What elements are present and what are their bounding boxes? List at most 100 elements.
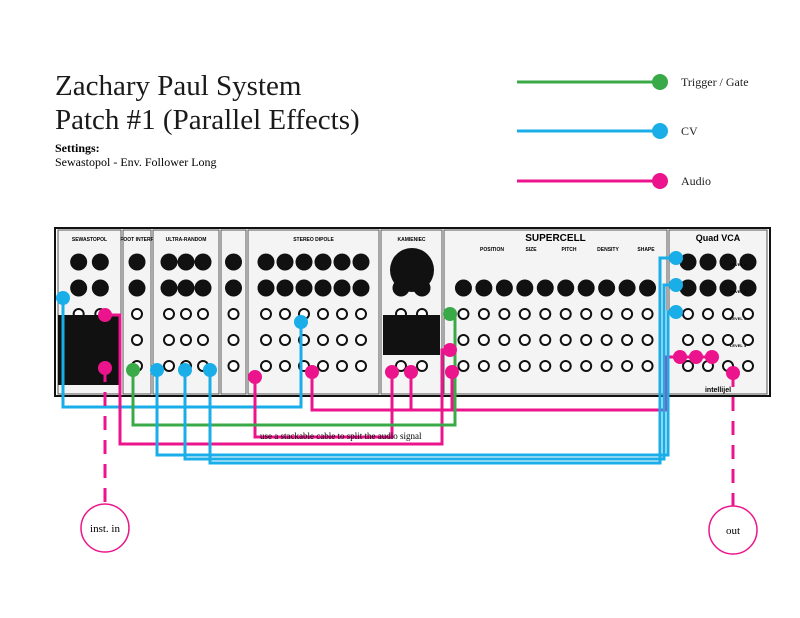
jack[interactable]: [163, 360, 175, 372]
jack[interactable]: [682, 308, 694, 320]
jack[interactable]: [227, 334, 240, 346]
patch-point[interactable]: [404, 365, 418, 379]
jack[interactable]: [559, 308, 572, 320]
knob[interactable]: [70, 279, 88, 297]
knob[interactable]: [314, 253, 332, 271]
jack[interactable]: [722, 308, 734, 320]
jack[interactable]: [621, 308, 634, 320]
jack[interactable]: [518, 308, 531, 320]
jack[interactable]: [131, 308, 143, 320]
cv-cable[interactable]: [61, 298, 303, 409]
patch-point[interactable]: [673, 350, 687, 364]
knob[interactable]: [257, 253, 275, 271]
jack[interactable]: [457, 308, 470, 320]
jack[interactable]: [355, 334, 367, 346]
knob[interactable]: [719, 253, 737, 271]
jack[interactable]: [559, 334, 572, 346]
knob[interactable]: [177, 279, 195, 297]
knob[interactable]: [295, 253, 313, 271]
jack[interactable]: [518, 360, 531, 372]
jack[interactable]: [600, 334, 613, 346]
knob[interactable]: [516, 279, 534, 297]
jack[interactable]: [227, 360, 240, 372]
jack[interactable]: [477, 308, 490, 320]
knob[interactable]: [160, 253, 178, 271]
knob[interactable]: [557, 279, 575, 297]
knob[interactable]: [333, 279, 351, 297]
jack[interactable]: [580, 334, 593, 346]
knob[interactable]: [536, 279, 554, 297]
jack[interactable]: [260, 308, 272, 320]
knob[interactable]: [352, 253, 370, 271]
audio-cable[interactable]: [253, 372, 394, 439]
jack[interactable]: [621, 360, 634, 372]
jack[interactable]: [498, 360, 511, 372]
patch-point[interactable]: [98, 361, 112, 375]
jack[interactable]: [742, 360, 754, 372]
jack[interactable]: [279, 360, 291, 372]
patch-point[interactable]: [726, 366, 740, 380]
knob[interactable]: [495, 279, 513, 297]
knob[interactable]: [475, 279, 493, 297]
knob[interactable]: [295, 279, 313, 297]
jack[interactable]: [336, 334, 348, 346]
knob[interactable]: [618, 279, 636, 297]
cv-cable[interactable]: [183, 283, 676, 461]
cv-cable[interactable]: [208, 256, 676, 465]
knob[interactable]: [276, 279, 294, 297]
knob[interactable]: [598, 279, 616, 297]
jack[interactable]: [641, 334, 654, 346]
jack[interactable]: [197, 334, 209, 346]
jack[interactable]: [180, 308, 192, 320]
knob[interactable]: [314, 279, 332, 297]
jack[interactable]: [163, 308, 175, 320]
knob[interactable]: [333, 253, 351, 271]
jack[interactable]: [395, 360, 407, 372]
patch-point[interactable]: [669, 251, 683, 265]
jack[interactable]: [682, 334, 694, 346]
jack[interactable]: [180, 334, 192, 346]
knob[interactable]: [128, 253, 146, 271]
patch-point[interactable]: [248, 370, 262, 384]
jack[interactable]: [742, 334, 754, 346]
knob[interactable]: [194, 253, 212, 271]
jack[interactable]: [317, 360, 329, 372]
knob[interactable]: [739, 279, 757, 297]
knob[interactable]: [225, 279, 242, 297]
patch-point[interactable]: [705, 350, 719, 364]
knob[interactable]: [91, 253, 109, 271]
jack[interactable]: [317, 308, 329, 320]
jack[interactable]: [260, 360, 272, 372]
jack[interactable]: [539, 360, 552, 372]
patch-point[interactable]: [294, 315, 308, 329]
knob[interactable]: [699, 279, 717, 297]
knob[interactable]: [225, 253, 242, 271]
patch-point[interactable]: [178, 363, 192, 377]
patch-point[interactable]: [126, 363, 140, 377]
jack[interactable]: [416, 360, 428, 372]
jack[interactable]: [131, 334, 143, 346]
jack[interactable]: [355, 360, 367, 372]
jack[interactable]: [355, 308, 367, 320]
jack[interactable]: [227, 308, 240, 320]
patch-point[interactable]: [669, 305, 683, 319]
jack[interactable]: [163, 334, 175, 346]
jack[interactable]: [621, 334, 634, 346]
patch-point[interactable]: [203, 363, 217, 377]
knob[interactable]: [257, 279, 275, 297]
jack[interactable]: [600, 360, 613, 372]
patch-point[interactable]: [56, 291, 70, 305]
jack[interactable]: [279, 334, 291, 346]
knob[interactable]: [719, 279, 737, 297]
jack[interactable]: [498, 308, 511, 320]
patch-point[interactable]: [689, 350, 703, 364]
jack[interactable]: [580, 308, 593, 320]
patch-point[interactable]: [385, 365, 399, 379]
jack[interactable]: [477, 334, 490, 346]
knob[interactable]: [577, 279, 595, 297]
knob[interactable]: [699, 253, 717, 271]
patch-point[interactable]: [443, 307, 457, 321]
jack[interactable]: [336, 360, 348, 372]
jack[interactable]: [197, 308, 209, 320]
jack[interactable]: [641, 360, 654, 372]
